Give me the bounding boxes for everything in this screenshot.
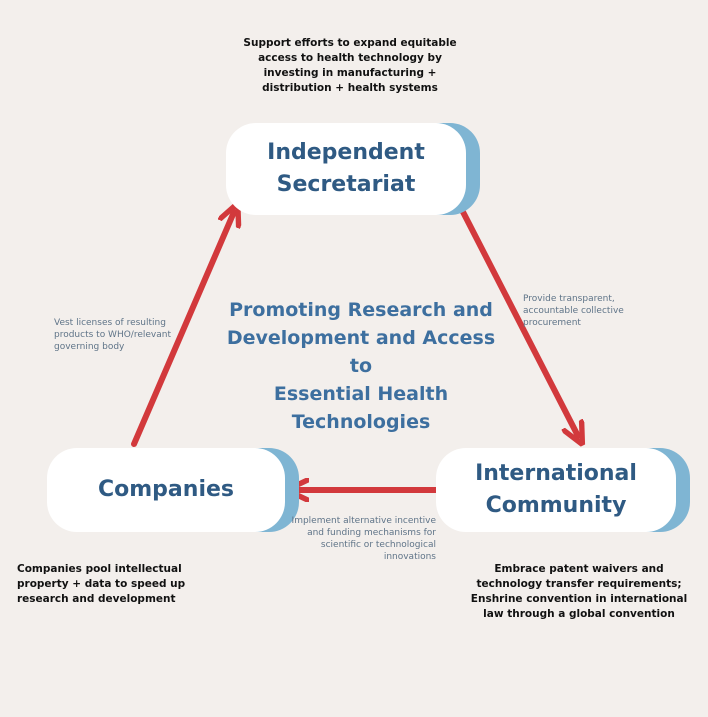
- node-label-secretariat: Independent Secretariat: [267, 140, 425, 197]
- node-label-community: International Community: [475, 461, 637, 518]
- node-companies: Companies: [47, 448, 299, 532]
- edge-label-secretariat-to-community: Provide transparent, accountable collect…: [523, 294, 624, 328]
- node-label-companies: Companies: [98, 477, 234, 502]
- node-independent-secretariat: Independent Secretariat: [226, 123, 480, 215]
- arrow-secretariat-to-community: [459, 207, 578, 436]
- node-face: Companies: [47, 448, 285, 532]
- edge-label-companies-to-secretariat: Vest licenses of resulting products to W…: [54, 318, 171, 352]
- note-secretariat: Support efforts to expand equitable acce…: [243, 37, 457, 94]
- note-community: Embrace patent waivers and technology tr…: [470, 563, 688, 620]
- note-companies: Companies pool intellectual property + d…: [17, 563, 186, 605]
- arrow-companies-to-secretariat: [131, 212, 234, 447]
- node-face: Independent Secretariat: [226, 123, 466, 215]
- diagram-title: Promoting Research and Development and A…: [226, 299, 496, 433]
- node-international-community: International Community: [436, 448, 690, 532]
- edge-label-community-to-companies: Implement alternative incentive and fund…: [291, 516, 436, 562]
- node-face: International Community: [436, 448, 676, 532]
